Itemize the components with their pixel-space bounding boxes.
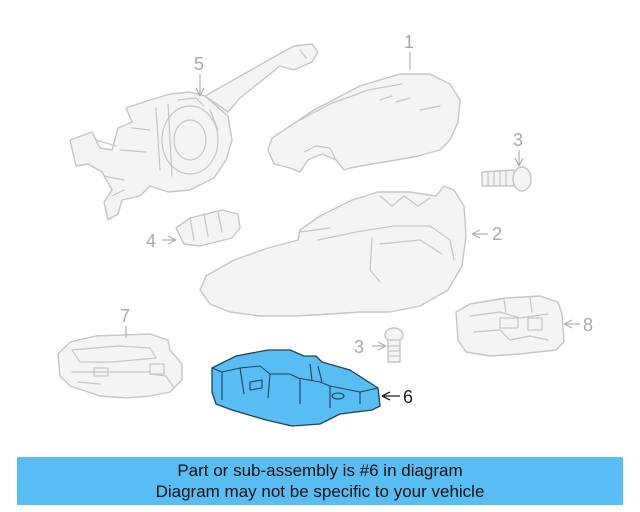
callout-6: 6 bbox=[403, 387, 413, 407]
part-3-screw-lower bbox=[384, 327, 404, 363]
callout-7: 7 bbox=[120, 306, 130, 326]
callout-4: 4 bbox=[146, 231, 156, 251]
parts-diagram: 1 2 3 3 4 5 7 8 6 bbox=[57, 32, 593, 427]
leader-3-lower bbox=[372, 341, 387, 351]
leader-2 bbox=[471, 229, 488, 239]
leader-3-upper bbox=[514, 150, 524, 167]
caption-banner: Part or sub-assembly is #6 in diagram Di… bbox=[17, 457, 623, 505]
callout-3-lower: 3 bbox=[354, 337, 364, 357]
callout-2: 2 bbox=[492, 224, 502, 244]
leader-6 bbox=[381, 391, 400, 401]
part-4-switch-module bbox=[175, 209, 241, 247]
callout-1: 1 bbox=[404, 32, 414, 52]
banner-line-2: Diagram may not be specific to your vehi… bbox=[155, 482, 485, 501]
callout-8: 8 bbox=[583, 315, 593, 335]
leader-8 bbox=[563, 319, 580, 329]
part-5-combination-switch bbox=[69, 43, 319, 221]
banner-line-1: Part or sub-assembly is #6 in diagram bbox=[177, 461, 463, 480]
leader-4 bbox=[162, 235, 177, 245]
leader-5 bbox=[195, 74, 205, 97]
part-3-screw-upper bbox=[481, 166, 532, 192]
part-7-control-module bbox=[57, 333, 183, 399]
part-1-upper-shroud bbox=[267, 73, 461, 173]
part-6-bracket-highlighted bbox=[211, 349, 381, 427]
part-8-connector-module bbox=[455, 295, 565, 357]
callout-5: 5 bbox=[194, 54, 204, 74]
callout-3-upper: 3 bbox=[513, 130, 523, 150]
part-2-lower-shroud bbox=[199, 185, 467, 317]
